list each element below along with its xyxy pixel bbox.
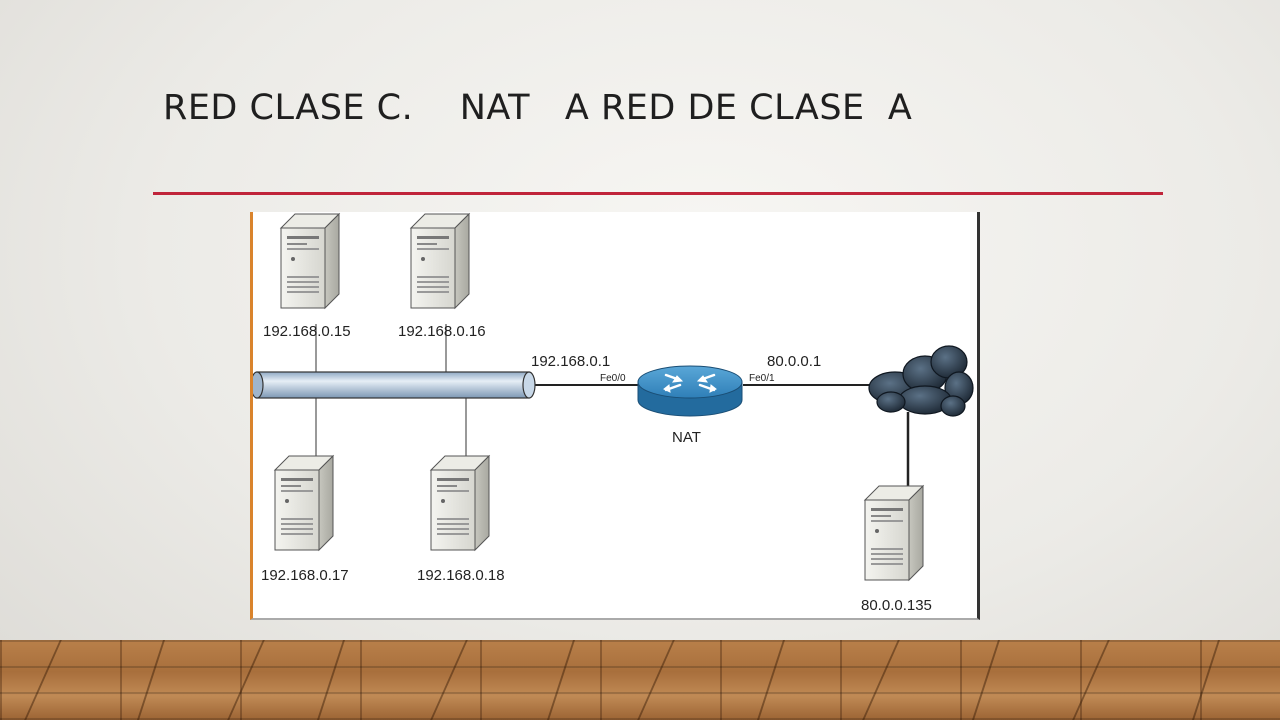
title-divider xyxy=(153,192,1163,195)
floor-plank-seam xyxy=(227,640,265,720)
router-inside-interface: Fe0/0 xyxy=(600,373,626,384)
server-label: 80.0.0.135 xyxy=(861,597,932,614)
floor-plank-seam xyxy=(1192,640,1220,720)
router-icon xyxy=(637,365,743,417)
router-outside-interface: Fe0/1 xyxy=(749,373,775,384)
server-icon xyxy=(274,455,334,551)
server-label: 192.168.0.18 xyxy=(417,567,505,584)
server-label: 192.168.0.17 xyxy=(261,567,349,584)
floor-plank-seam xyxy=(137,640,165,720)
floor-plank-seam xyxy=(430,640,468,720)
floor-plank-seam xyxy=(547,640,575,720)
cloud-icon xyxy=(868,345,974,417)
network-diagram: 192.168.0.15 192.168.0.16 192.168.0.17 1… xyxy=(250,212,980,620)
server-icon xyxy=(864,485,924,581)
lan-bus xyxy=(253,371,536,399)
server-label: 192.168.0.15 xyxy=(263,323,351,340)
cables xyxy=(315,324,910,488)
slide-title: RED CLASE C. NAT A RED DE CLASE A xyxy=(163,88,913,128)
floor-plank-seam xyxy=(1072,640,1110,720)
wood-floor-decoration xyxy=(0,640,1280,720)
floor-plank-seam xyxy=(757,640,785,720)
router-label: NAT xyxy=(672,429,701,446)
server-icon xyxy=(430,455,490,551)
floor-plank-seam xyxy=(317,640,345,720)
server-label: 192.168.0.16 xyxy=(398,323,486,340)
floor-plank-seam xyxy=(24,640,62,720)
server-icon xyxy=(280,213,340,309)
floor-plank-seam xyxy=(862,640,900,720)
router-inside-ip: 192.168.0.1 xyxy=(531,353,610,370)
floor-plank-seam xyxy=(972,640,1000,720)
router-outside-ip: 80.0.0.1 xyxy=(767,353,821,370)
floor-plank-seam xyxy=(637,640,675,720)
server-icon xyxy=(410,213,470,309)
